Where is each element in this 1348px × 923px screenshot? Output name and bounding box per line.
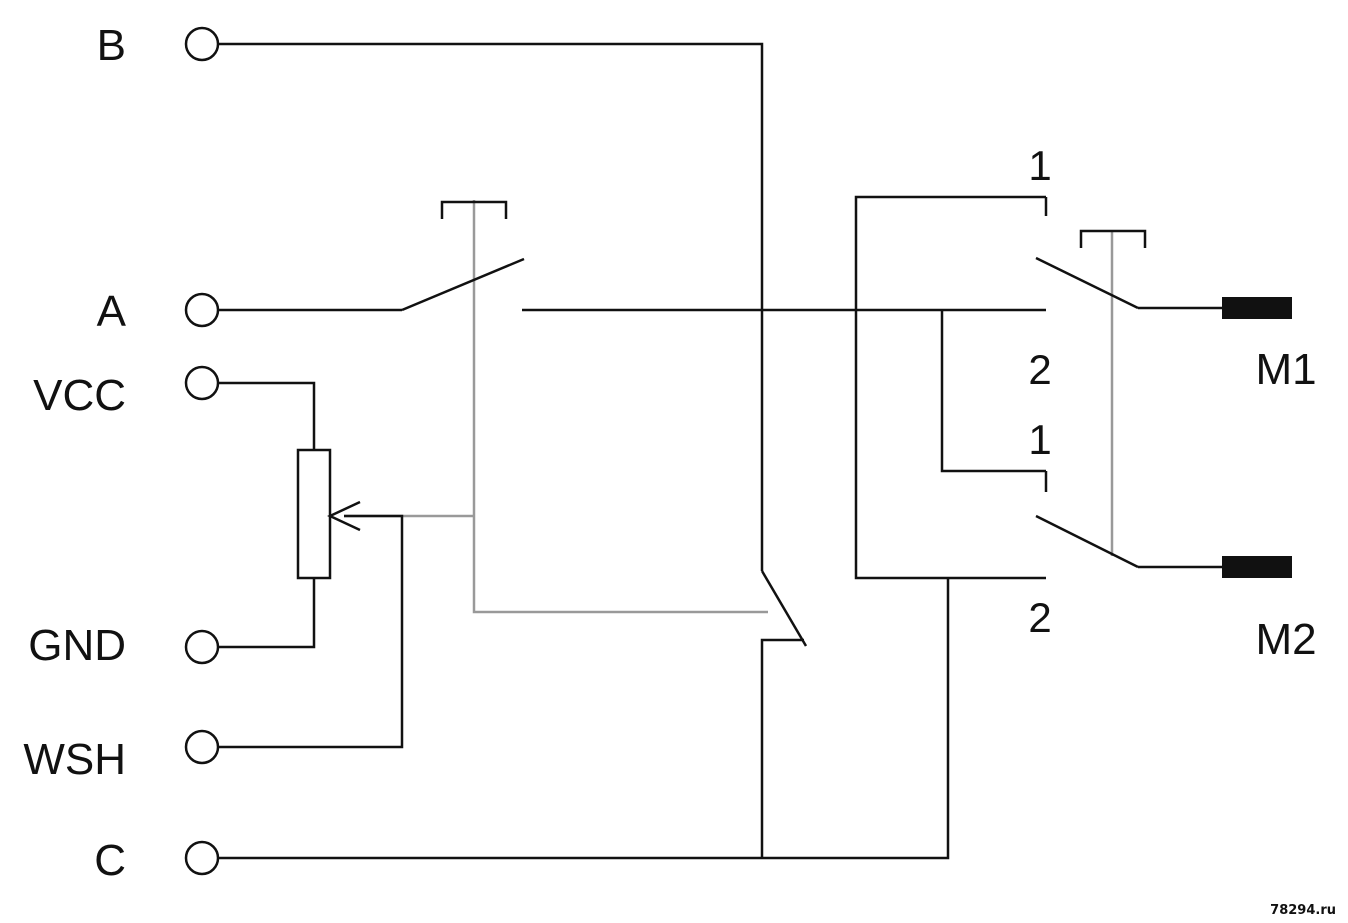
output-label-m1: M1 — [1255, 345, 1316, 394]
terminal-c — [184, 840, 220, 876]
terminal-label-a: A — [97, 287, 127, 336]
terminal-a — [184, 292, 220, 328]
changeover-switch-lower — [1035, 514, 1139, 569]
mechanical-linkage — [344, 200, 1114, 614]
changeover-switch-upper — [1035, 229, 1147, 310]
output-pad-m2 — [1222, 556, 1292, 578]
potentiometer — [296, 448, 361, 580]
terminal-b — [184, 26, 220, 62]
terminal-wsh — [184, 729, 220, 765]
terminal-label-gnd: GND — [28, 621, 126, 670]
terminal-gnd — [184, 629, 220, 665]
terminal-label-vcc: VCC — [33, 371, 126, 420]
wires — [218, 42, 1222, 860]
contact-label-upper-1: 1 — [1028, 142, 1051, 189]
contact-label-lower-1: 1 — [1028, 416, 1051, 463]
switch-a — [401, 200, 525, 312]
terminal-label-b: B — [97, 21, 126, 70]
contact-label-upper-2: 2 — [1028, 346, 1051, 393]
terminal-vcc — [184, 365, 220, 401]
terminal-label-c: C — [94, 836, 126, 885]
contact-label-lower-2: 2 — [1028, 594, 1051, 641]
watermark: 78294.ru — [1270, 903, 1336, 918]
output-pad-m1 — [1222, 297, 1292, 319]
output-label-m2: M2 — [1255, 615, 1316, 664]
switch-b — [760, 570, 808, 647]
terminal-label-wsh: WSH — [23, 735, 126, 784]
